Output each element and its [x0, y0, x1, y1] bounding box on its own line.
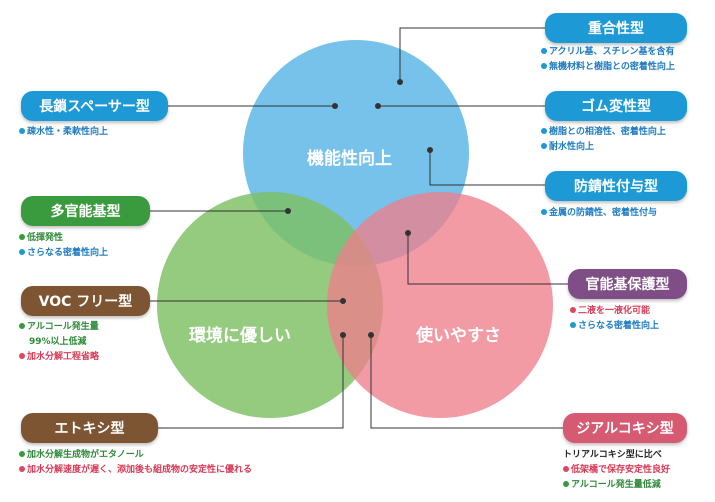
bullet-dot: [541, 209, 547, 215]
voc-free-type-pill: VOC フリー型: [21, 286, 150, 316]
long-chain-spacer-type-desc: 疎水性・柔軟性向上: [19, 125, 108, 140]
bullet-dot: [19, 353, 25, 359]
rubber-modified-type-pill: ゴム変性型: [545, 91, 687, 121]
long-chain-spacer-type-pill: 長鎖スペーサー型: [21, 91, 168, 121]
bullet-dot: [19, 128, 25, 134]
dialkoxy-type-pill: ジアルコキシ型: [563, 413, 687, 443]
environment-circle: [157, 192, 383, 418]
function-circle-label: 機能性向上: [307, 149, 392, 169]
ethoxy-type-desc: 加水分解生成物がエタノール 加水分解速度が遅く、添加後も組成物の安定性に優れる: [19, 448, 252, 478]
bullet-dot: [563, 466, 569, 472]
bullet-dot: [541, 48, 547, 54]
multifunctional-type-pill: 多官能基型: [21, 196, 150, 226]
connector-anticorrosion: [429, 150, 545, 186]
bullet-dot: [19, 323, 25, 329]
anticorrosion-type-desc: 金属の防錆性、密着性付与: [541, 206, 657, 221]
protected-group-type-desc: 二液を一液化可能 さらなる密着性向上: [570, 304, 659, 334]
bullet-dot: [541, 128, 547, 134]
polymerizable-type-pill: 重合性型: [545, 13, 687, 43]
connector-lines: [150, 27, 568, 429]
bullet-dot: [19, 249, 25, 255]
connector-dots: [285, 79, 433, 338]
connector-polymerizable: [399, 27, 545, 82]
bullet-dot: [563, 481, 569, 487]
rubber-modified-type-desc: 樹脂との相溶性、密着性向上 耐水性向上: [541, 125, 666, 155]
usability-circle: [327, 192, 553, 418]
bullet-dot: [570, 322, 576, 328]
dialkoxy-type-desc: トリアルコキシ型に比べ 低架橋で保存安定性良好 アルコール発生量低減: [563, 450, 671, 490]
usability-circle-label: 使いやすさ: [416, 326, 501, 346]
bullet-dot: [570, 307, 576, 313]
polymerizable-type-desc: アクリル基、スチレン基を含有 無機材料と樹脂との密着性向上: [541, 45, 675, 75]
voc-free-type-desc: アルコール発生量 99%以上低減 加水分解工程省略: [19, 320, 99, 365]
connector-ethoxy: [158, 335, 344, 429]
multifunctional-type-desc: 低揮発性 さらなる密着性向上: [19, 231, 108, 261]
protected-group-type-pill: 官能基保護型: [568, 269, 687, 299]
bullet-dot: [19, 451, 25, 457]
connector-dialkoxy: [370, 335, 563, 429]
bullet-dot: [19, 234, 25, 240]
environment-circle-label: 環境に優しい: [189, 326, 291, 346]
bullet-dot: [541, 143, 547, 149]
bullet-dot: [541, 63, 547, 69]
bullet-dot: [19, 466, 25, 472]
anticorrosion-type-pill: 防錆性付与型: [545, 171, 687, 201]
ethoxy-type-pill: エトキシ型: [21, 413, 158, 443]
connector-protected: [407, 233, 568, 285]
